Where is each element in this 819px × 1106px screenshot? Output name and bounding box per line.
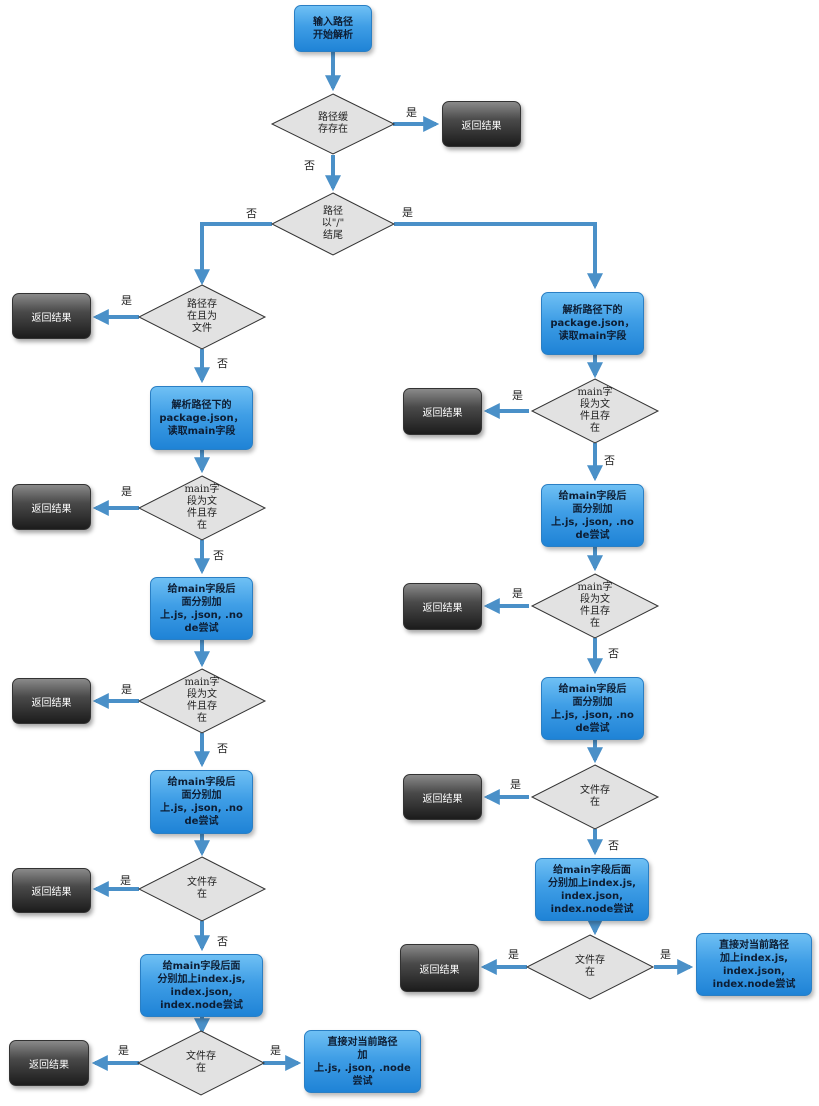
yes-label-left-direct: 是: [270, 1044, 281, 1057]
decision-left-main-file-1: main字段为文件且存在: [184, 484, 220, 531]
decision-right-file-exists-1-shape: [530, 764, 660, 830]
decision-left-main-file-1-shape: [137, 475, 267, 541]
return-box-left-1: 返回结果: [12, 293, 91, 339]
return-box-left-2: 返回结果: [12, 484, 91, 530]
return-box-right-2: 返回结果: [403, 583, 482, 630]
yes-label-cache: 是: [406, 106, 417, 119]
right-try-index-box: 给main字段后面分别加上index.js,index.json,index.n…: [535, 858, 649, 921]
right-direct-index-box: 直接对当前路径加上index.js,index.json,index.node尝…: [696, 933, 812, 996]
return-box-left-5: 返回结果: [9, 1040, 89, 1086]
yes-label-left-1: 是: [121, 294, 132, 307]
decision-cache-exists-shape: [270, 93, 396, 155]
return-box-right-3: 返回结果: [403, 774, 482, 820]
no-label-left-3: 否: [217, 742, 228, 755]
yes-label-left-5: 是: [118, 1044, 129, 1057]
yes-label-right-2: 是: [512, 587, 523, 600]
return-box-right-1: 返回结果: [403, 388, 482, 435]
no-label-left-4: 否: [217, 935, 228, 948]
decision-cache-exists: 路径缓存存在: [318, 112, 348, 135]
return-box-top: 返回结果: [442, 101, 521, 147]
yes-label-right-1: 是: [512, 389, 523, 402]
no-label-right-3: 否: [608, 839, 619, 852]
edge-slash-right: [394, 222, 603, 290]
no-label-left-2: 否: [213, 549, 224, 562]
no-label-left-1: 否: [217, 357, 228, 370]
decision-left-main-file-2-shape: [137, 668, 267, 734]
decision-left-file-exists-2-shape: [136, 1030, 266, 1096]
decision-right-main-file-1-shape: [530, 378, 660, 444]
decision-left-file-exists-1-shape: [137, 856, 267, 922]
decision-left-main-file-2: main字段为文件且存在: [184, 677, 220, 724]
decision-right-main-file-2-shape: [530, 573, 660, 639]
decision-left-path-is-file: 路径存在且为文件: [187, 299, 217, 334]
decision-left-path-is-file-shape: [137, 284, 267, 350]
yes-label-left-2: 是: [121, 485, 132, 498]
yes-label-right-3: 是: [510, 778, 521, 791]
edge-slash-left: [194, 222, 272, 286]
decision-left-file-exists-1: 文件存在: [187, 877, 217, 900]
no-label-cache: 否: [304, 159, 315, 172]
decision-right-file-exists-2: 文件存在: [575, 955, 605, 978]
no-label-right-1: 否: [604, 454, 615, 467]
yes-label-right-direct: 是: [660, 948, 671, 961]
yes-label-slash: 是: [402, 206, 413, 219]
decision-ends-with-slash: 路径以"/"结尾: [321, 206, 345, 241]
return-box-left-4: 返回结果: [12, 868, 91, 913]
start-box: 输入路径开始解析: [294, 5, 372, 52]
yes-label-left-3: 是: [121, 683, 132, 696]
left-try-index-box: 给main字段后面分别加上index.js,index.json,index.n…: [140, 954, 263, 1017]
return-box-left-3: 返回结果: [12, 678, 91, 724]
decision-ends-with-slash-shape: [270, 192, 396, 256]
yes-label-left-4: 是: [120, 874, 131, 887]
no-label-slash: 否: [246, 207, 257, 220]
decision-right-file-exists-2-shape: [525, 934, 655, 1000]
yes-label-right-4: 是: [508, 948, 519, 961]
decision-right-main-file-1: main字段为文件且存在: [577, 387, 613, 434]
no-label-right-2: 否: [608, 647, 619, 660]
return-box-right-4: 返回结果: [400, 944, 479, 992]
decision-right-file-exists-1: 文件存在: [580, 785, 610, 808]
decision-right-main-file-2: main字段为文件且存在: [577, 582, 613, 629]
decision-left-file-exists-2: 文件存在: [186, 1051, 216, 1074]
